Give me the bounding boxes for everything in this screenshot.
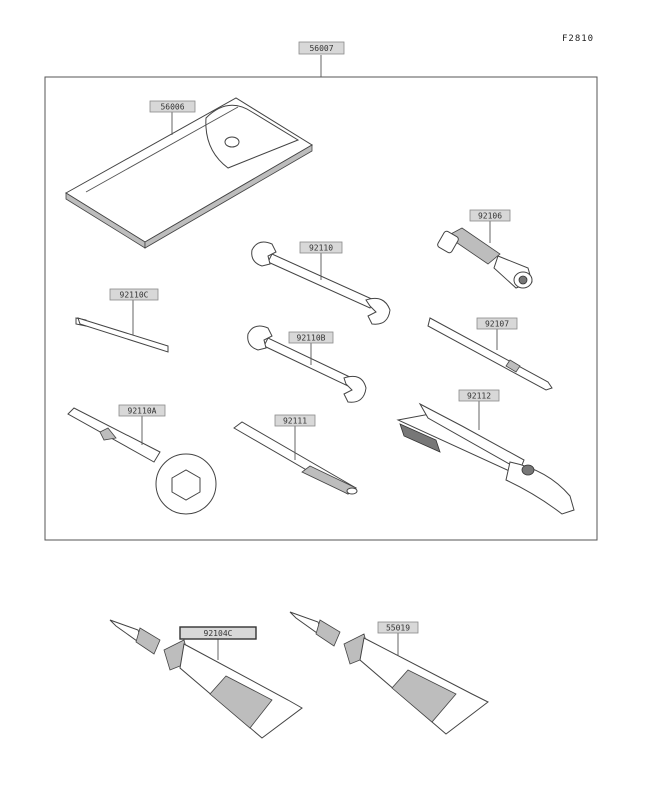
svg-text:55019: 55019	[386, 624, 410, 633]
label-screwdriver-bit[interactable]: 92107	[476, 317, 518, 330]
svg-text:92110: 92110	[309, 244, 333, 253]
hex-key-icon	[75, 317, 169, 353]
svg-text:92107: 92107	[485, 320, 509, 329]
label-extension-bar[interactable]: 92111	[274, 414, 316, 427]
svg-text:92111: 92111	[283, 417, 307, 426]
svg-text:92106: 92106	[478, 212, 502, 221]
screwdriver-handle-icon	[437, 227, 533, 289]
grease-tube-a-icon	[109, 619, 303, 739]
figure-id: F2810	[562, 34, 595, 44]
label-grease-tube-b[interactable]: 55019	[377, 621, 419, 634]
extension-bar-icon	[233, 421, 358, 495]
svg-text:92104C: 92104C	[204, 629, 233, 638]
grease-tube-b-icon	[289, 611, 489, 735]
svg-text:92112: 92112	[467, 392, 491, 401]
label-grease-tube-a[interactable]: 92104C	[179, 626, 257, 640]
svg-text:92110B: 92110B	[297, 334, 326, 343]
screwdriver-bit-icon	[427, 317, 553, 391]
tool-pouch-icon	[65, 97, 313, 249]
label-screwdriver-handle[interactable]: 92106	[469, 209, 511, 222]
label-hex-key[interactable]: 92110C	[109, 288, 159, 301]
label-pouch[interactable]: 56006	[149, 100, 196, 113]
svg-text:56006: 56006	[160, 103, 184, 112]
label-wrench-b[interactable]: 92110B	[288, 331, 334, 344]
label-wrench-a[interactable]: 92110	[299, 241, 343, 254]
open-end-wrench-a-icon	[251, 241, 391, 325]
ring-wrench-icon	[67, 407, 217, 515]
label-kit[interactable]: 56007	[298, 41, 345, 55]
label-plier[interactable]: 92112	[458, 389, 500, 402]
plier-icon	[396, 402, 575, 515]
svg-text:92110A: 92110A	[128, 407, 157, 416]
svg-text:56007: 56007	[309, 44, 333, 53]
label-ring-wrench[interactable]: 92110A	[118, 404, 166, 417]
svg-text:92110C: 92110C	[120, 291, 149, 300]
open-end-wrench-b-icon	[247, 325, 367, 403]
